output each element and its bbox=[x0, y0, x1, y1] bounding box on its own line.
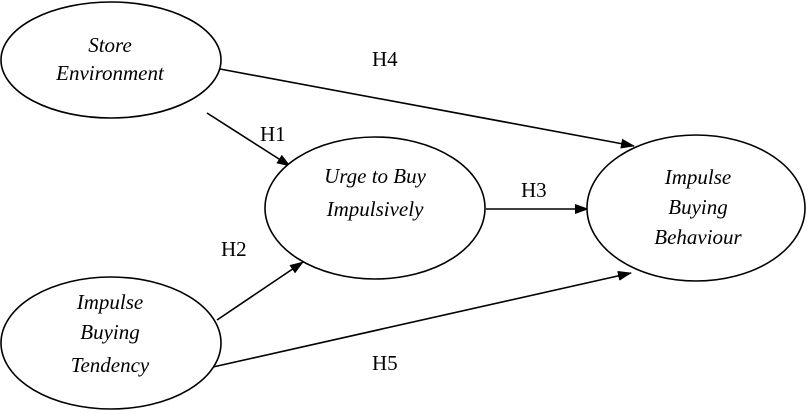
edge-h1-label: H1 bbox=[260, 122, 286, 146]
edge-h4-label: H4 bbox=[372, 47, 398, 71]
node-urge-to-buy-impulsively: Urge to Buy Impulsively bbox=[264, 136, 486, 280]
edge-h1-arrow bbox=[206, 112, 291, 167]
edge-h2-label: H2 bbox=[221, 237, 247, 261]
node-impulse-buying-behaviour-line-3: Behaviour bbox=[654, 225, 742, 249]
edge-h3: H3 bbox=[486, 178, 589, 214]
edge-h5: H5 bbox=[212, 270, 632, 375]
node-store-environment-line-2: Environment bbox=[55, 61, 165, 85]
edge-h2-arrow bbox=[216, 261, 304, 321]
node-impulse-buying-behaviour-line-2: Buying bbox=[668, 195, 727, 219]
edge-h2: H2 bbox=[216, 237, 304, 321]
node-urge-to-buy-line-2: Impulsively bbox=[326, 197, 424, 221]
node-impulse-buying-tendency: Impulse Buying Tendency bbox=[0, 276, 222, 410]
node-store-environment-line-1: Store bbox=[88, 33, 132, 57]
node-impulse-buying-tendency-line-3: Tendency bbox=[71, 353, 150, 377]
edge-h1: H1 bbox=[206, 112, 291, 167]
node-urge-to-buy-line-1: Urge to Buy bbox=[324, 164, 427, 188]
edge-h5-label: H5 bbox=[372, 351, 398, 375]
node-impulse-buying-behaviour-line-1: Impulse bbox=[664, 165, 732, 189]
edge-h4-arrow bbox=[219, 68, 635, 149]
node-impulse-buying-tendency-line-2: Buying bbox=[80, 320, 139, 344]
edge-h4: H4 bbox=[219, 47, 635, 149]
edge-h5-arrow bbox=[212, 270, 632, 368]
node-impulse-buying-behaviour: Impulse Buying Behaviour bbox=[586, 134, 806, 282]
node-impulse-buying-tendency-line-1: Impulse bbox=[76, 290, 144, 314]
edge-h3-label: H3 bbox=[521, 178, 547, 202]
node-store-environment: Store Environment bbox=[0, 1, 222, 119]
